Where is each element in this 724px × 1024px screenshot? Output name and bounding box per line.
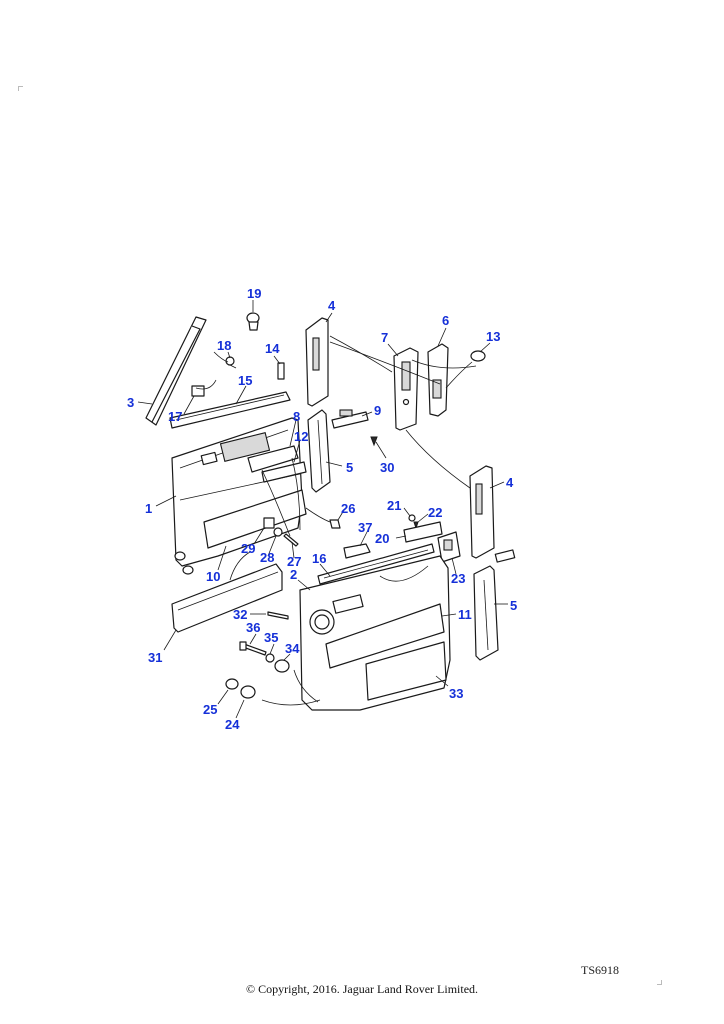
callout-29: 29: [241, 541, 255, 556]
assembly-lines: [195, 335, 477, 706]
part-screw-21: [408, 514, 416, 522]
callout-4: 4: [506, 475, 514, 490]
callout-12: 12: [294, 429, 308, 444]
part-rail-16: [317, 543, 435, 585]
callout-22: 22: [428, 505, 442, 520]
part-armrest-11: [325, 603, 445, 669]
callout-5: 5: [510, 598, 517, 613]
part-pillar-trim-5b: [473, 565, 499, 661]
part-pin-14: [277, 362, 285, 380]
part-screw-27: [283, 533, 299, 547]
callout-36: 36: [246, 620, 260, 635]
corner-mark: [18, 86, 23, 91]
part-screw-22: [413, 521, 419, 530]
copyright-notice: © Copyright, 2016. Jaguar Land Rover Lim…: [245, 982, 479, 996]
part-pull-20: [403, 521, 443, 543]
callout-18: 18: [217, 338, 231, 353]
callout-11: 11: [458, 607, 472, 622]
callout-30: 30: [380, 460, 394, 475]
part-clip-29: [263, 517, 275, 529]
part-washer-28: [273, 527, 283, 537]
part-trim-12: [261, 461, 307, 483]
callout-26: 26: [341, 501, 355, 516]
callout-33: 33: [449, 686, 463, 701]
callout-21: 21: [387, 498, 401, 513]
callout-8: 8: [293, 409, 300, 424]
callout-34: 34: [285, 641, 300, 656]
part-bolt-26: [329, 519, 341, 529]
callout-9: 9: [374, 403, 381, 418]
part-panel-6: [427, 343, 449, 417]
callout-6: 6: [442, 313, 449, 328]
callout-24: 24: [225, 717, 240, 732]
callout-15: 15: [238, 373, 252, 388]
callout-23: 23: [451, 571, 465, 586]
part-bezel-23: [437, 531, 461, 563]
part-pillar-trim-5a: [307, 409, 331, 493]
part-latch-37: [343, 543, 371, 559]
part-grommets: [174, 551, 194, 575]
callout-31: 31: [148, 650, 162, 665]
callout-27: 27: [287, 554, 301, 569]
part-trim-strip-3: [145, 316, 207, 426]
part-door-panel-1: [171, 417, 303, 567]
callout-32: 32: [233, 607, 247, 622]
callout-1: 1: [145, 501, 152, 516]
callout-13: 13: [486, 329, 500, 344]
callout-2: 2: [290, 567, 297, 582]
callout-35: 35: [264, 630, 278, 645]
corner-mark: [657, 980, 662, 985]
part-small-pad: [494, 549, 516, 563]
callout-28: 28: [260, 550, 274, 565]
part-pillar-trim-4a: [305, 317, 329, 407]
callout-labels: 19 4 7 6 13 18 14 15 3 17 9 8 12 30 5 4 …: [127, 286, 517, 732]
part-bolt-36: [239, 641, 267, 656]
part-handle-9: [331, 409, 369, 429]
callout-25: 25: [203, 702, 217, 717]
part-washer-35: [265, 653, 275, 663]
callout-3: 3: [127, 395, 134, 410]
callout-7: 7: [381, 330, 388, 345]
callout-10: 10: [206, 569, 220, 584]
part-bracket-17: [191, 385, 205, 397]
callout-20: 20: [375, 531, 389, 546]
part-panel-7: [393, 347, 419, 431]
callout-17: 17: [168, 409, 182, 424]
reference-code: TS6918: [580, 963, 619, 977]
callout-14: 14: [265, 341, 280, 356]
part-pocket-33: [365, 641, 447, 701]
part-moulding-31: [171, 563, 283, 633]
callout-37: 37: [358, 520, 372, 535]
callout-16: 16: [312, 551, 326, 566]
callout-leaders: [137, 300, 508, 719]
part-upper-rail-15: [169, 391, 291, 429]
part-clip-19: [246, 312, 260, 331]
callout-19: 19: [247, 286, 261, 301]
part-bumper-24: [240, 685, 256, 699]
callout-5: 5: [346, 460, 353, 475]
part-grommet-34: [274, 659, 290, 673]
part-pocket-10: [203, 489, 307, 549]
part-bumper-25: [225, 678, 239, 690]
part-pillar-trim-4b: [469, 465, 495, 559]
part-screw-30: [370, 436, 378, 447]
callout-4: 4: [328, 298, 336, 313]
part-armrest-8: [247, 445, 299, 473]
part-knob-13: [470, 350, 486, 362]
part-screw-32: [267, 611, 289, 620]
part-screw-18: [225, 356, 237, 369]
